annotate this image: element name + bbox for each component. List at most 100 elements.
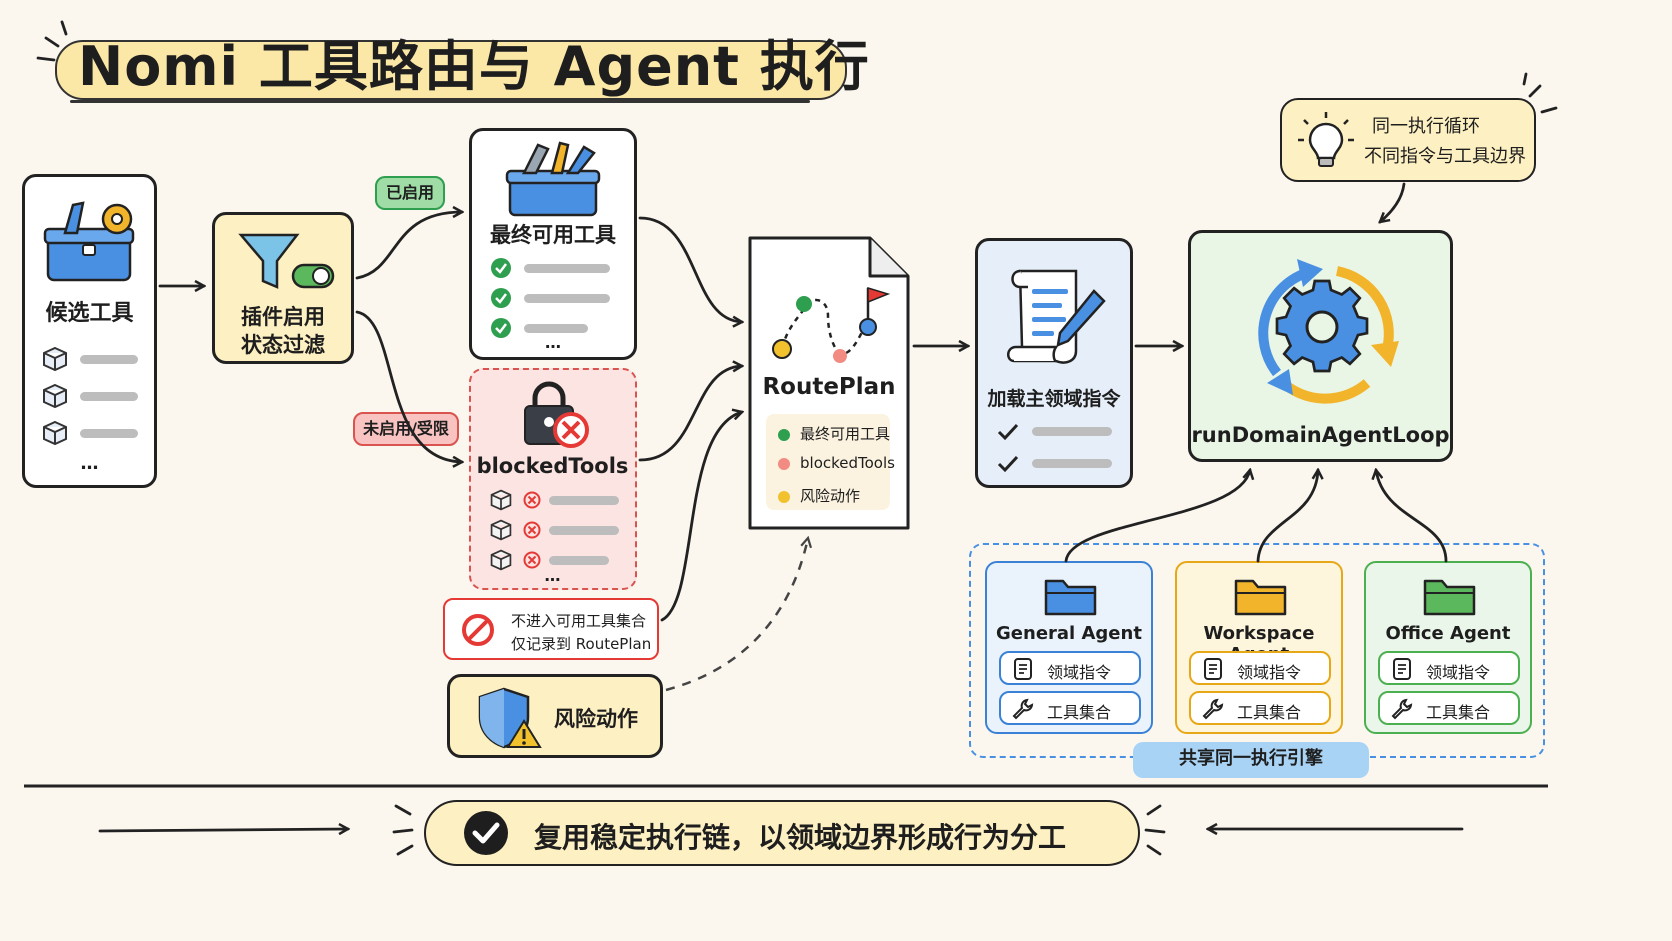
general-agent-card: General Agent 领域指令 工具集合 [985, 561, 1153, 734]
wrench-icon [1391, 698, 1413, 720]
general-agent-name: General Agent [996, 623, 1142, 644]
document-icon [1204, 658, 1222, 680]
workspace-directive-pill: 领域指令 [1189, 651, 1331, 685]
final-tools-box: 最终可用工具 … [469, 128, 637, 360]
cube-icon [43, 420, 67, 446]
office-agent-name: Office Agent [1385, 623, 1511, 644]
folder-icon [1044, 579, 1097, 616]
risk-action-box: 风险动作 [447, 674, 663, 758]
shared-engine-tag: 共享同一执行引擎 [1133, 742, 1369, 778]
check-icon [997, 455, 1019, 473]
placeholder-bar [1032, 427, 1112, 436]
placeholder-bar [80, 429, 138, 438]
toolbox-icon [505, 141, 601, 217]
cube-icon [43, 346, 67, 372]
agent-loop-box: runDomainAgentLoop [1188, 230, 1453, 462]
shield-warning-icon [478, 687, 542, 749]
risk-action-label: 风险动作 [554, 707, 638, 731]
legend-blocked-tools: blockedTools [778, 454, 895, 472]
legend-blocked-tools-text: blockedTools [800, 454, 895, 472]
blocked-tools-box: blockedTools … [469, 368, 637, 590]
legend-risk-action-text: 风险动作 [800, 487, 861, 505]
agent-loop-label: runDomainAgentLoop [1191, 423, 1450, 447]
not-enter-line2: 仅记录到 RoutePlan [511, 635, 652, 653]
placeholder-bar [524, 294, 610, 303]
legend-final-tools: 最终可用工具 [778, 423, 890, 444]
cube-icon [43, 383, 67, 409]
general-directive-pill: 领域指令 [999, 651, 1141, 685]
check-circle-icon [491, 258, 511, 278]
check-circle-icon [491, 318, 511, 338]
final-tools-label: 最终可用工具 [490, 223, 616, 247]
candidate-tools-box: 候选工具 … [22, 174, 157, 488]
green-dot [778, 428, 790, 441]
load-directive-box: 加载主领域指令 [975, 238, 1133, 488]
tip-bubble: 同一执行循环 不同指令与工具边界 [1280, 98, 1536, 182]
legend-final-tools-text: 最终可用工具 [800, 425, 891, 443]
footer-banner: 复用稳定执行链，以领域边界形成行为分工 [424, 800, 1140, 866]
general-directive-text: 领域指令 [1047, 663, 1112, 682]
tip-line1: 同一执行循环 [1372, 116, 1480, 137]
placeholder-bar [549, 496, 619, 505]
tip-line2: 不同指令与工具边界 [1364, 146, 1526, 167]
placeholder-bar [80, 392, 138, 401]
legend-risk-action: 风险动作 [778, 485, 860, 506]
workspace-directive-text: 领域指令 [1237, 663, 1302, 682]
general-tools-text: 工具集合 [1047, 703, 1112, 722]
cube-icon [490, 519, 512, 541]
placeholder-bar [80, 355, 138, 364]
general-tools-pill: 工具集合 [999, 691, 1141, 725]
red-dot [778, 457, 790, 470]
folder-icon [1234, 579, 1287, 616]
cube-icon [490, 489, 512, 511]
lightbulb-icon [1298, 112, 1354, 167]
workspace-tools-pill: 工具集合 [1189, 691, 1331, 725]
office-agent-card: Office Agent 领域指令 工具集合 [1364, 561, 1532, 734]
more-ellipsis: … [80, 453, 99, 474]
prohibited-icon [462, 614, 494, 646]
routeplan-document [748, 236, 910, 530]
placeholder-bar [524, 264, 610, 273]
check-circle-icon [491, 288, 511, 308]
candidate-tools-label: 候选工具 [45, 301, 134, 326]
not-enter-note: 不进入可用工具集合 仅记录到 RoutePlan [443, 598, 659, 660]
cross-circle-icon [523, 551, 541, 569]
not-enter-line1: 不进入可用工具集合 [511, 612, 647, 630]
title-underline [70, 100, 810, 103]
page-title: Nomi 工具路由与 Agent 执行 [78, 35, 870, 98]
more-ellipsis: … [544, 566, 561, 585]
plugin-filter-box: 插件启用 状态过滤 [212, 212, 354, 364]
toolbox-icon [43, 201, 135, 282]
enabled-tag: 已启用 [375, 176, 445, 210]
office-directive-text: 领域指令 [1426, 663, 1491, 682]
more-ellipsis: … [545, 333, 561, 352]
gear-cycle-icon [1258, 259, 1399, 404]
blocked-tools-label: blockedTools [476, 454, 629, 478]
placeholder-bar [1032, 459, 1112, 468]
check-badge-icon [464, 811, 508, 855]
wrench-icon [1012, 698, 1034, 720]
lock-blocked-icon [524, 381, 589, 448]
workspace-agent-card: Workspace Agent 领域指令 工具集合 [1175, 561, 1343, 734]
filter-label-line1: 插件启用 [241, 305, 325, 329]
footer-text: 复用稳定执行链，以领域边界形成行为分工 [534, 821, 1067, 854]
yellow-dot [778, 490, 790, 503]
document-icon [1393, 658, 1411, 680]
workspace-tools-text: 工具集合 [1237, 703, 1302, 722]
cube-icon [490, 549, 512, 571]
document-icon [1014, 658, 1032, 680]
wrench-icon [1202, 698, 1224, 720]
placeholder-bar [549, 526, 619, 535]
placeholder-bar [549, 556, 609, 565]
title-highlight [55, 40, 847, 100]
office-directive-pill: 领域指令 [1378, 651, 1520, 685]
check-icon [997, 423, 1019, 441]
placeholder-bar [524, 324, 588, 333]
routeplan-label: RoutePlan [762, 374, 896, 400]
funnel-icon [238, 233, 335, 289]
office-tools-text: 工具集合 [1426, 703, 1491, 722]
office-tools-pill: 工具集合 [1378, 691, 1520, 725]
filter-label-line2: 状态过滤 [241, 333, 325, 357]
cross-circle-icon [523, 521, 541, 539]
